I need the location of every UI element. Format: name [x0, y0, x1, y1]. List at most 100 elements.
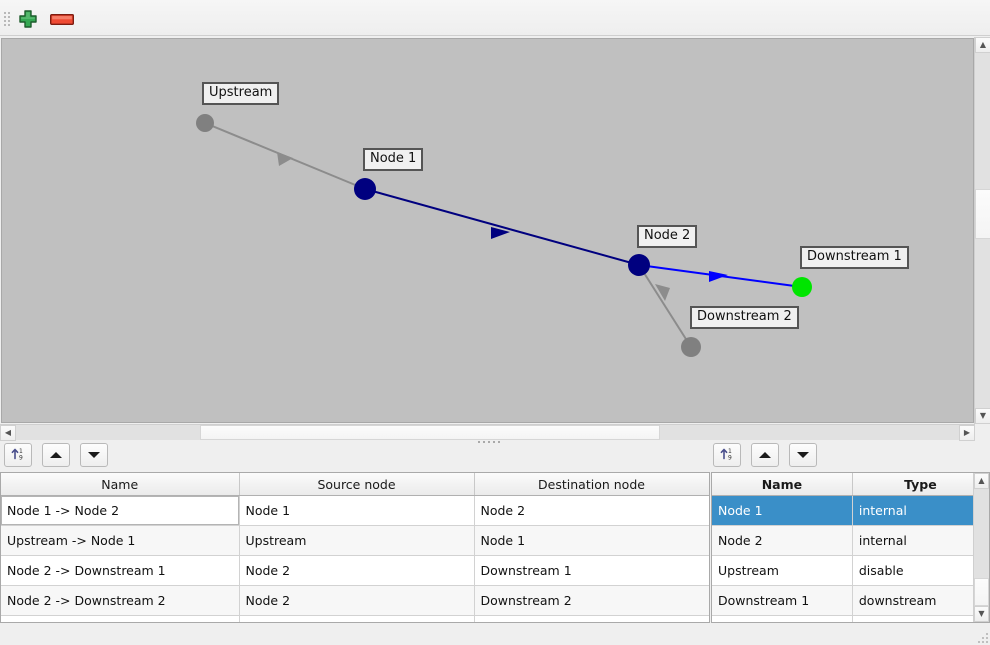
chevron-up-icon: ▲: [978, 476, 985, 485]
cell-destination[interactable]: Node 2: [474, 495, 709, 526]
hscroll-thumb[interactable]: [200, 425, 660, 440]
triangle-down-icon: [87, 452, 100, 458]
cell-name[interactable]: Upstream: [712, 555, 853, 586]
nodes-move-up-button[interactable]: [750, 443, 779, 467]
hscroll-right-button[interactable]: ▶: [959, 425, 975, 441]
edge-upstream-node1: [204, 122, 366, 190]
table-row[interactable]: Node 2 internal: [712, 525, 989, 556]
cell-destination[interactable]: Downstream 1: [474, 555, 709, 586]
cell-name[interactable]: Node 2 -> Downstream 2: [1, 585, 240, 616]
svg-text:9: 9: [19, 455, 23, 462]
vscroll-thumb[interactable]: [975, 189, 990, 239]
table-row[interactable]: Upstream -> Node 1 Upstream Node 1: [1, 525, 709, 556]
cell-source[interactable]: Upstream: [239, 525, 475, 556]
hscroll-left-button[interactable]: ◀: [0, 425, 16, 441]
edges-move-up-button[interactable]: [41, 443, 70, 467]
main-toolbar: [0, 0, 990, 36]
toolbar-drag-handle[interactable]: [4, 10, 10, 27]
column-header-destination-node[interactable]: Destination node: [474, 473, 709, 496]
table-row[interactable]: Upstream disable: [712, 555, 989, 586]
window-resize-grip[interactable]: [978, 633, 988, 643]
edges-toolbar: 1 9: [4, 443, 114, 469]
cell-name[interactable]: Node 2: [712, 525, 853, 556]
column-header-source-node[interactable]: Source node: [239, 473, 475, 496]
sort-icon: 1 9: [10, 446, 26, 465]
cell-destination[interactable]: Node 1: [474, 525, 709, 556]
cell-type[interactable]: internal: [852, 525, 989, 556]
cell-source[interactable]: Node 1: [239, 495, 475, 526]
column-header-name[interactable]: Name: [1, 473, 240, 496]
graph-label-downstream1[interactable]: Downstream 1: [800, 246, 909, 269]
cell-name[interactable]: Node 1: [712, 495, 853, 526]
column-header-name[interactable]: Name: [712, 473, 853, 496]
status-bar: [0, 625, 990, 645]
svg-text:1: 1: [728, 448, 732, 455]
minus-icon[interactable]: [49, 13, 75, 26]
graph-label-node2[interactable]: Node 2: [637, 225, 698, 248]
vscroll-down-button[interactable]: ▼: [975, 408, 990, 424]
cell-name[interactable]: Node 2 -> Downstream 1: [1, 555, 240, 586]
cell-source[interactable]: Node 2: [239, 585, 475, 616]
graph-node-node1: [354, 178, 376, 200]
nodes-header-row: Name Type: [712, 473, 989, 496]
column-header-type[interactable]: Type: [852, 473, 989, 496]
table-row[interactable]: Node 2 -> Downstream 2 Node 2 Downstream…: [1, 585, 709, 616]
graph-label-downstream2[interactable]: Downstream 2: [690, 306, 799, 329]
triangle-up-icon: [49, 452, 62, 458]
cell-type[interactable]: internal: [852, 495, 989, 526]
nodes-vscroll-trough[interactable]: [974, 489, 989, 606]
graph-node-node2: [628, 254, 650, 276]
svg-text:1: 1: [19, 448, 23, 455]
nodes-sort-button[interactable]: 1 9: [713, 443, 741, 467]
chevron-down-icon: ▼: [978, 609, 985, 618]
graph-panel: Upstream Node 1 Node 2 Downstream 1 Down…: [0, 37, 990, 441]
table-empty-row: [1, 615, 709, 622]
cell-type[interactable]: disable: [852, 555, 989, 586]
canvas-horizontal-scrollbar[interactable]: ◀ ▶: [0, 424, 975, 441]
edge-node2-downstream1: [638, 264, 803, 288]
edges-move-down-button[interactable]: [79, 443, 108, 467]
cell-name[interactable]: Downstream 1: [712, 585, 853, 616]
nodes-vscroll-thumb[interactable]: [974, 578, 989, 606]
cell-name[interactable]: Node 1 -> Node 2: [1, 495, 240, 526]
nodes-table-scrollbar[interactable]: ▲ ▼: [973, 473, 989, 622]
nodes-table[interactable]: Name Type Node 1 internal Node 2 interna…: [711, 472, 990, 623]
nodes-vscroll-up-button[interactable]: ▲: [974, 473, 989, 489]
graph-drawing: [196, 114, 812, 357]
triangle-up-icon: [758, 452, 771, 458]
nodes-move-down-button[interactable]: [788, 443, 817, 467]
cell-type[interactable]: downstream: [852, 585, 989, 616]
chevron-left-icon: ◀: [4, 428, 12, 437]
canvas-vertical-scrollbar[interactable]: ▲ ▼: [974, 37, 990, 424]
cell-source[interactable]: Node 2: [239, 555, 475, 586]
graph-canvas[interactable]: Upstream Node 1 Node 2 Downstream 1 Down…: [1, 38, 974, 423]
graph-node-downstream2: [681, 337, 701, 357]
table-row[interactable]: Node 1 -> Node 2 Node 1 Node 2: [1, 495, 709, 526]
table-empty-row: [712, 615, 989, 622]
sort-icon: 1 9: [719, 446, 735, 465]
nodes-grid: Name Type Node 1 internal Node 2 interna…: [712, 473, 989, 622]
edge-node1-node2: [364, 188, 640, 266]
vscroll-up-button[interactable]: ▲: [975, 37, 990, 53]
cell-name[interactable]: Upstream -> Node 1: [1, 525, 240, 556]
table-row[interactable]: Downstream 1 downstream: [712, 585, 989, 616]
edge-node2-downstream2: [638, 264, 692, 348]
graph-label-upstream[interactable]: Upstream: [202, 82, 280, 105]
table-row[interactable]: Node 2 -> Downstream 1 Node 2 Downstream…: [1, 555, 709, 586]
chevron-down-icon: ▼: [979, 411, 987, 420]
nodes-vscroll-down-button[interactable]: ▼: [974, 606, 989, 622]
edges-sort-button[interactable]: 1 9: [4, 443, 32, 467]
edges-header-row: Name Source node Destination node: [1, 473, 709, 496]
triangle-down-icon: [796, 452, 809, 458]
panel-splitter-handle[interactable]: [478, 440, 504, 444]
edges-grid: Name Source node Destination node Node 1…: [1, 473, 709, 622]
cell-destination[interactable]: Downstream 2: [474, 585, 709, 616]
nodes-toolbar: 1 9: [713, 443, 823, 469]
svg-text:9: 9: [728, 455, 732, 462]
table-row[interactable]: Node 1 internal: [712, 495, 989, 526]
edges-table[interactable]: Name Source node Destination node Node 1…: [0, 472, 710, 623]
plus-icon[interactable]: [18, 9, 38, 29]
graph-node-downstream1: [792, 277, 812, 297]
graph-label-node1[interactable]: Node 1: [363, 148, 424, 171]
